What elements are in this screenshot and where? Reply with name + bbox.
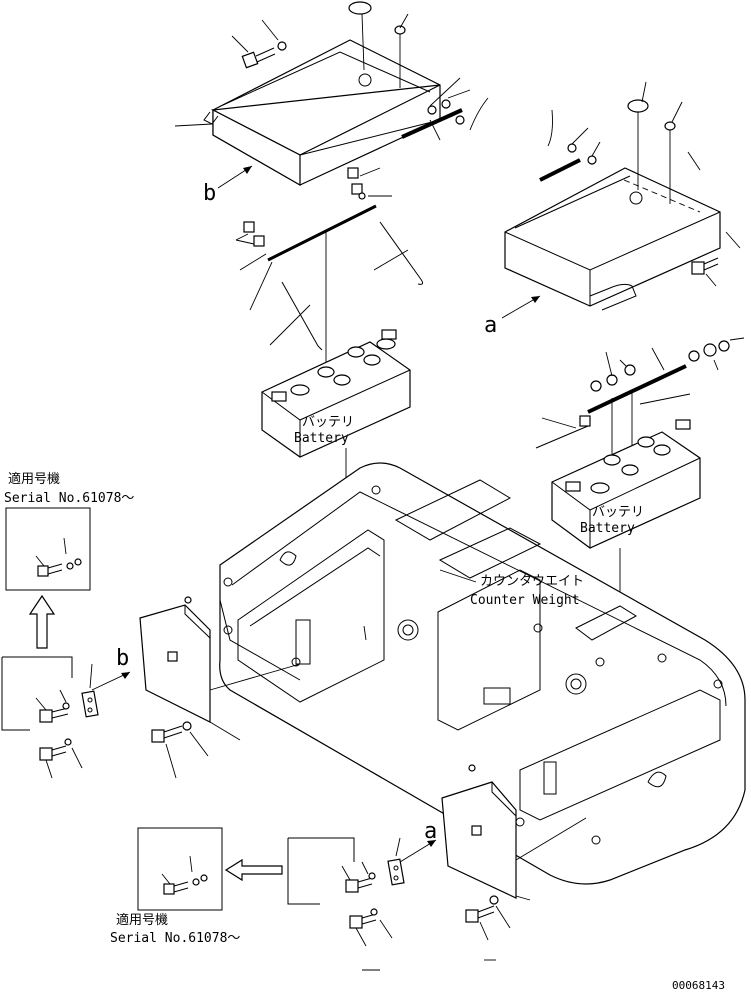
side-cover-left: [139, 596, 301, 779]
nut-set-left: [235, 221, 267, 271]
serial-note-left-line2: Serial No.61078～: [4, 491, 134, 506]
view-b-callout-left: b: [116, 646, 129, 671]
counterweight-label-en: Counter Weight: [470, 593, 580, 608]
knob-small-upper-right: [664, 101, 683, 204]
figure-number: 00068143: [672, 979, 725, 992]
battery-left: バッテリ Battery: [261, 329, 411, 578]
hinge-pin-upper: [174, 77, 489, 141]
nut-set-center: [347, 167, 392, 200]
serial-box-bottom: 適用号機 Serial No.61078～: [110, 827, 240, 946]
arrow-up-icon: [28, 594, 56, 649]
serial-note-bottom-line2: Serial No.61078～: [110, 931, 240, 946]
view-a-callout-upper: a: [484, 313, 497, 338]
battery-left-label-en: Battery: [294, 431, 349, 446]
knob-upper-right: [627, 81, 649, 190]
hook-bolt-left: [269, 232, 327, 365]
bracket-left: [35, 663, 99, 779]
knob-small-upper-left: [394, 13, 409, 88]
counterweight: カウンタウエイト Counter Weight: [219, 462, 746, 885]
battery-stay-right: [535, 337, 745, 480]
hook-bolt-right: [373, 221, 424, 285]
battery-right: バッテリ Battery: [551, 419, 701, 758]
counterweight-label-jp: カウンタウエイト: [480, 574, 584, 589]
side-cover-bottom: [441, 764, 587, 961]
bolt-upper-left: [231, 19, 287, 69]
serial-note-left-line1: 適用号機: [8, 471, 60, 487]
view-a-callout-bottom: a: [424, 819, 437, 844]
bolt-cover-right: [687, 151, 741, 287]
hinge-pin-right: [539, 109, 601, 182]
serial-note-bottom-line1: 適用号機: [116, 912, 168, 928]
bracket-bottom: [341, 837, 405, 971]
battery-right-label-en: Battery: [580, 521, 635, 536]
battery-right-label-jp: バッテリ: [592, 505, 644, 520]
serial-box-left: 適用号機 Serial No.61078～: [4, 471, 134, 591]
battery-cover-right: [504, 167, 721, 311]
arrow-left-icon: [224, 858, 283, 882]
battery-left-label-jp: バッテリ: [302, 415, 354, 430]
battery-cover-left: [203, 39, 441, 187]
view-b-callout-upper: b: [203, 181, 216, 206]
knob-upper-left: [348, 1, 372, 71]
battery-stay-rod: [249, 204, 377, 311]
